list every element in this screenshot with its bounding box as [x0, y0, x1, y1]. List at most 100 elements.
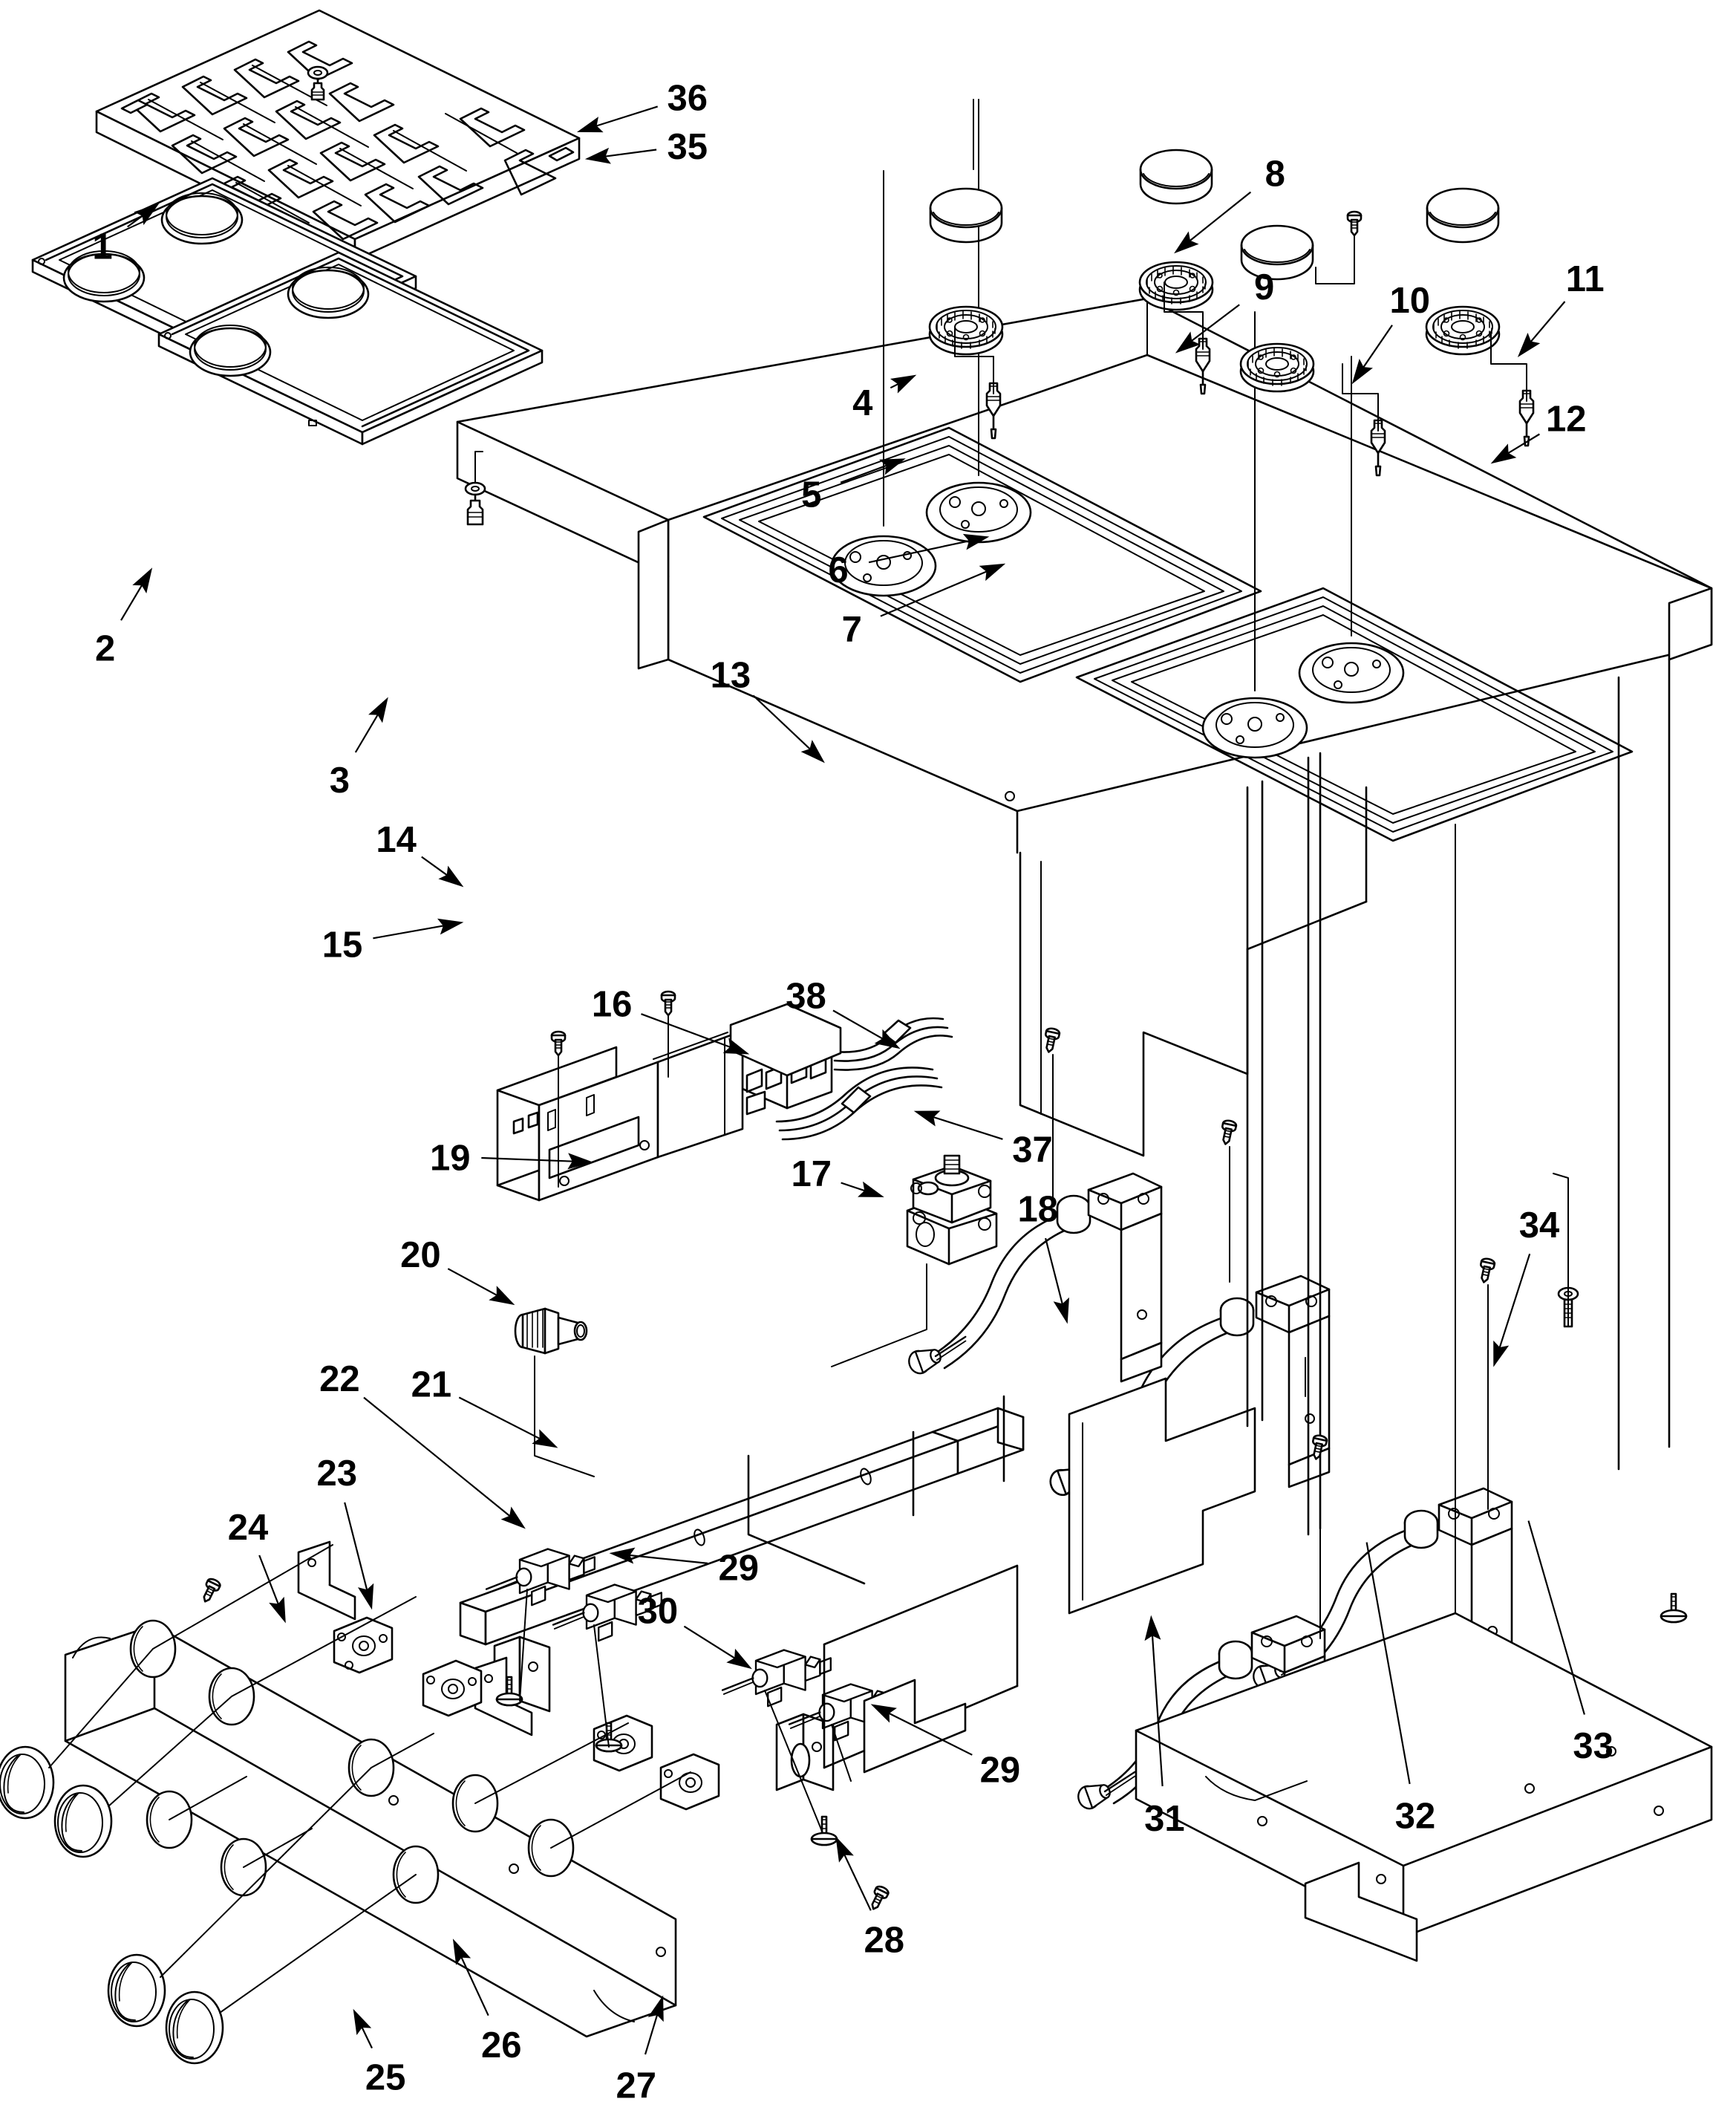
leader-arrowhead: [1144, 1615, 1161, 1641]
part-manifold-screw-c: [810, 1815, 838, 1846]
leader-line: [421, 856, 448, 877]
leader-arrowhead: [437, 918, 464, 935]
callout-number: 16: [592, 985, 633, 1025]
leader-arrowhead: [584, 147, 611, 164]
leader-line: [843, 1853, 872, 1911]
leader-arrowhead: [1053, 1297, 1069, 1324]
callout-number: 23: [317, 1453, 358, 1494]
leader-arrowhead: [962, 533, 990, 550]
callout-number: 13: [711, 656, 751, 696]
part-valve-plate-1: [333, 1616, 394, 1674]
callout-number: 20: [400, 1235, 441, 1275]
leader-arrowhead: [1517, 332, 1541, 357]
callout-19: 19: [430, 1138, 593, 1178]
callout-29b: 29: [870, 1704, 1020, 1791]
leader-arrowhead: [1351, 359, 1373, 385]
leader-line: [841, 1182, 867, 1192]
leader-line: [683, 1625, 737, 1660]
part-burner-head-center: [1239, 342, 1315, 393]
callout-32: 32: [1365, 1542, 1435, 1836]
leader-line: [363, 1396, 512, 1517]
callout-number: 29: [718, 1548, 759, 1588]
knob-assembly-lines: [48, 1544, 691, 2014]
part-burner-cap-center: [1240, 224, 1314, 281]
part-knob-bezel-2: [53, 1784, 113, 1858]
callout-5: 5: [801, 458, 906, 515]
leader-medium-burner: [1490, 333, 1527, 402]
callout-16: 16: [592, 985, 750, 1055]
callout-13: 13: [711, 656, 825, 764]
leader-line: [460, 1956, 489, 2016]
leader-line: [641, 1013, 732, 1049]
callout-36: 36: [576, 79, 708, 133]
part-burner-head-large: [1138, 261, 1214, 311]
part-mid-divider: [1019, 786, 1368, 1157]
callout-number: 17: [792, 1154, 832, 1194]
callout-35: 35: [584, 127, 708, 167]
part-valve-plate-2: [422, 1659, 483, 1717]
screw-34-leaders: [1052, 1054, 1569, 1639]
leader-line: [1190, 304, 1240, 342]
leader-small-burner: [954, 326, 994, 394]
part-bottom-plate-left: [747, 1395, 1005, 1585]
part-valve-mount-a: [297, 1540, 356, 1621]
leader-arrowhead: [567, 1153, 593, 1170]
part-burner-cap-small: [929, 187, 1003, 244]
leader-arrowhead: [132, 567, 153, 594]
part-rear-support-panel: [1068, 1377, 1256, 1615]
leader-regulator: [831, 1263, 927, 1367]
bracket-screw-leaders: [558, 1015, 669, 1188]
part-washer: [464, 481, 486, 496]
leader-arrowhead: [532, 1429, 558, 1448]
part-base-rear-wall: [823, 1564, 1019, 1774]
part-bracket-screw-b: [660, 990, 676, 1017]
callout-number: 14: [376, 820, 417, 860]
callout-number: 11: [1566, 259, 1605, 299]
callout-1: 1: [92, 204, 160, 267]
callout-number: 3: [330, 761, 350, 801]
leader-line: [1151, 1634, 1164, 1787]
leader-screw-burner: [1315, 235, 1355, 284]
part-vertical-posts: [1246, 752, 1322, 1536]
callout-number: 9: [1254, 267, 1274, 307]
callout-number: 30: [638, 1591, 679, 1631]
leader-line: [840, 464, 888, 484]
leader-arrowhead: [874, 1029, 901, 1049]
callout-number: 33: [1573, 1726, 1613, 1766]
part-valve-plate-4: [659, 1753, 720, 1811]
leader-arrowhead: [858, 1181, 884, 1197]
callout-37: 37: [913, 1110, 1053, 1171]
leader-arrowhead: [269, 1596, 286, 1624]
callout-number: 25: [365, 2057, 406, 2097]
leader-line: [458, 1396, 541, 1440]
leader-line: [127, 214, 144, 228]
leader-line: [373, 925, 445, 940]
callout-24: 24: [228, 1508, 286, 1624]
callout-number: 35: [668, 127, 708, 167]
leader-line: [887, 1712, 973, 1756]
part-bracket-screw-34b: [1041, 1026, 1062, 1055]
callout-11: 11: [1517, 259, 1605, 357]
leader-arrowhead: [134, 204, 160, 226]
callout-27: 27: [616, 1995, 664, 2106]
part-bracket-screw-23: [198, 1576, 223, 1606]
leader-arrowhead: [609, 1547, 636, 1564]
callout-31: 31: [1144, 1615, 1185, 1839]
callout-number: 7: [842, 610, 862, 650]
part-cooktop-main-top: [456, 297, 1713, 854]
leader-line: [1362, 325, 1393, 369]
leader-line: [932, 1116, 1003, 1140]
callout-8: 8: [1174, 154, 1285, 254]
leader-large-burner: [1164, 281, 1204, 350]
callout-number: 26: [481, 2025, 522, 2065]
leader-line: [604, 149, 657, 157]
part-burner-cap-large: [1139, 149, 1213, 205]
callout-7: 7: [842, 563, 1006, 650]
callout-21: 21: [411, 1364, 558, 1448]
callout-number: 2: [95, 628, 115, 668]
leader-line: [1527, 1520, 1585, 1715]
leader-arrowhead: [879, 458, 906, 475]
leader-line: [258, 1555, 280, 1606]
part-panel-screw-26c: [866, 1884, 891, 1913]
leader-inlet-fitting: [534, 1355, 595, 1477]
